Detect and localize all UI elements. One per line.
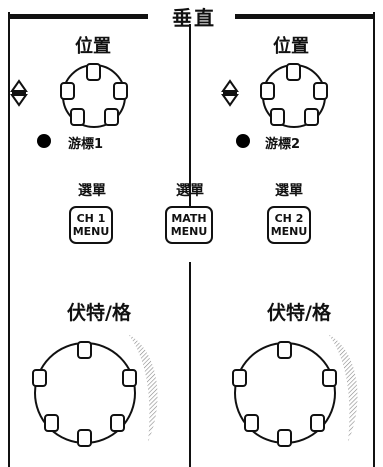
ch2-menu-button[interactable]: CH 2 MENU xyxy=(267,206,311,244)
ch1-menu-button[interactable]: CH 1 MENU xyxy=(69,206,113,244)
ch2-menu-button-line1: CH 2 xyxy=(274,212,304,225)
ch1-menu-button-line1: CH 1 xyxy=(76,212,106,225)
ch2-menu-button-line2: MENU xyxy=(270,225,308,238)
header-rule-left xyxy=(8,14,148,19)
cursor2-label: 游標2 xyxy=(265,137,301,152)
divider-upper xyxy=(189,24,191,207)
ch1-menu-label: 選單 xyxy=(78,183,106,199)
math-menu-label: 選單 xyxy=(176,183,204,199)
cursor1-indicator-dot xyxy=(37,134,51,148)
cursor2-indicator-dot xyxy=(236,134,250,148)
divider-lower xyxy=(189,262,191,467)
header-rule-right xyxy=(235,14,375,19)
panel-border-left xyxy=(8,12,10,467)
ch2-volts-div-knob[interactable] xyxy=(232,341,337,447)
ch1-position-knob[interactable] xyxy=(60,63,128,128)
section-title: 垂直 xyxy=(172,6,216,30)
updown-arrows-icon xyxy=(10,79,28,107)
cursor1-label: 游標1 xyxy=(68,137,104,152)
ch2-menu-label: 選單 xyxy=(275,183,303,199)
ch2-position-label: 位置 xyxy=(273,36,309,57)
ch1-volts-div-knob[interactable] xyxy=(32,341,137,447)
ch1-knob-shading xyxy=(128,334,158,442)
math-menu-button-line2: MENU xyxy=(170,225,208,238)
ch1-position-label: 位置 xyxy=(75,36,111,57)
panel-border-right xyxy=(373,12,375,467)
ch1-menu-button-line2: MENU xyxy=(72,225,110,238)
ch2-knob-shading xyxy=(328,334,358,442)
ch2-volts-div-label: 伏特/格 xyxy=(267,302,331,324)
ch2-position-knob[interactable] xyxy=(260,63,328,128)
updown-arrows-icon xyxy=(221,79,239,107)
math-menu-button-line1: MATH xyxy=(171,212,207,225)
math-menu-button[interactable]: MATH MENU xyxy=(165,206,213,244)
section-header: 垂直 xyxy=(8,6,375,30)
ch1-volts-div-label: 伏特/格 xyxy=(67,302,131,324)
